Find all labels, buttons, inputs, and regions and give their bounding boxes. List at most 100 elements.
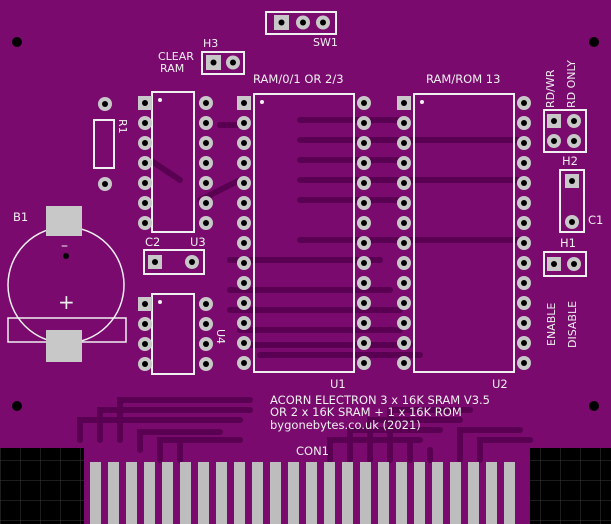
- board-title-line2: OR 2 x 16K SRAM + 1 x 16K ROM: [270, 405, 462, 419]
- u2-pin-hole: [521, 220, 527, 226]
- label-rd-wr: RD/WR: [544, 69, 557, 108]
- u2-pin-hole: [521, 340, 527, 346]
- u1-pin-hole: [241, 120, 247, 126]
- label-r1: R1: [116, 119, 129, 134]
- u2-pin-hole: [401, 100, 407, 106]
- label-battery-minus: –: [61, 238, 68, 254]
- h3-header: [201, 51, 245, 75]
- label-u3: U3: [190, 235, 206, 249]
- u2-pins: [397, 96, 531, 370]
- label-h2: H2: [562, 154, 578, 168]
- u2-pin-hole: [521, 180, 527, 186]
- label-b1: B1: [13, 210, 29, 224]
- u2-pin-hole: [521, 160, 527, 166]
- u2-pin-hole: [401, 240, 407, 246]
- u1-pin-hole: [241, 340, 247, 346]
- label-u2: U2: [492, 377, 508, 391]
- u1-pin-hole: [361, 360, 367, 366]
- label-enable: ENABLE: [545, 302, 558, 346]
- u1-pin-hole: [241, 360, 247, 366]
- u1-pin-hole: [241, 240, 247, 246]
- h1-header: [543, 251, 587, 277]
- u1-pin-hole: [361, 220, 367, 226]
- u1-pin-hole: [361, 140, 367, 146]
- c1-capacitor: [559, 169, 585, 233]
- u1-pin-hole: [361, 160, 367, 166]
- u1-pin-hole: [361, 240, 367, 246]
- b1-battery: [7, 206, 127, 362]
- u2-pin-hole: [401, 160, 407, 166]
- u1-pin-hole: [241, 200, 247, 206]
- u2-pin-hole: [521, 360, 527, 366]
- u2-pin-hole: [521, 100, 527, 106]
- u3-chip: [138, 91, 213, 233]
- label-con1: CON1: [296, 444, 330, 458]
- r1-resistor: [93, 97, 115, 191]
- u1-pin-hole: [241, 300, 247, 306]
- u1-chip: [253, 93, 355, 373]
- u2-pin-hole: [521, 300, 527, 306]
- u1-pin-hole: [361, 120, 367, 126]
- u1-pin-hole: [241, 160, 247, 166]
- u2-pin-hole: [521, 260, 527, 266]
- sw1-switch: [265, 11, 337, 35]
- u2-pin-hole: [401, 280, 407, 286]
- u2-pin-hole: [401, 340, 407, 346]
- u1-pin-hole: [361, 340, 367, 346]
- label-rd-only: RD ONLY: [565, 60, 578, 108]
- u1-pin-hole: [361, 180, 367, 186]
- u1-pin-hole: [361, 200, 367, 206]
- u2-pin-hole: [401, 220, 407, 226]
- label-battery-plus: +: [58, 290, 75, 314]
- u2-chip: [413, 93, 515, 373]
- u2-pin-hole: [401, 260, 407, 266]
- u1-pin-hole: [241, 260, 247, 266]
- u2-pin-hole: [521, 320, 527, 326]
- label-h3: H3: [203, 37, 219, 50]
- u2-pin-hole: [401, 200, 407, 206]
- u1-pin-hole: [361, 100, 367, 106]
- u1-pin-hole: [241, 100, 247, 106]
- c2-capacitor: [143, 249, 205, 275]
- rdwr-header: [543, 109, 587, 153]
- label-ram-rom: RAM/ROM 13: [426, 72, 501, 86]
- u4-chip: [138, 293, 213, 375]
- u1-pin-hole: [361, 260, 367, 266]
- label-u4: U4: [214, 329, 227, 345]
- u2-pin-hole: [521, 280, 527, 286]
- u2-pin-hole: [521, 240, 527, 246]
- u1-pin-hole: [241, 320, 247, 326]
- label-ram: RAM: [160, 62, 185, 75]
- label-clear: CLEAR: [158, 50, 194, 63]
- u1-pins: [237, 96, 371, 370]
- u2-pin-hole: [401, 180, 407, 186]
- u2-pin-hole: [401, 140, 407, 146]
- u1-pin-hole: [361, 280, 367, 286]
- board-title-line1: ACORN ELECTRON 3 x 16K SRAM V3.5: [270, 393, 490, 407]
- label-h1: H1: [560, 236, 576, 250]
- copper-traces: [77, 117, 533, 463]
- u1-pin-hole: [241, 140, 247, 146]
- mounting-holes: [12, 37, 599, 411]
- u2-pin-hole: [521, 140, 527, 146]
- u2-pin-hole: [521, 200, 527, 206]
- u1-pin-hole: [361, 300, 367, 306]
- u1-pin-hole: [241, 280, 247, 286]
- edge-connector: [90, 462, 515, 524]
- u1-pin-hole: [241, 220, 247, 226]
- u2-pin-hole: [401, 120, 407, 126]
- board-title-line3: bygonebytes.co.uk (2021): [270, 418, 421, 432]
- label-disable: DISABLE: [566, 300, 579, 348]
- u1-pin-hole: [361, 320, 367, 326]
- u2-pin-hole: [401, 360, 407, 366]
- label-sw1: SW1: [313, 36, 338, 49]
- label-c1: C1: [588, 213, 604, 227]
- label-ram-bank: RAM/0/1 OR 2/3: [253, 72, 344, 86]
- label-u1: U1: [330, 377, 346, 391]
- u1-pin-hole: [241, 180, 247, 186]
- label-c2: C2: [145, 235, 161, 249]
- u2-pin-hole: [401, 320, 407, 326]
- u2-pin-hole: [401, 300, 407, 306]
- u2-pin-hole: [521, 120, 527, 126]
